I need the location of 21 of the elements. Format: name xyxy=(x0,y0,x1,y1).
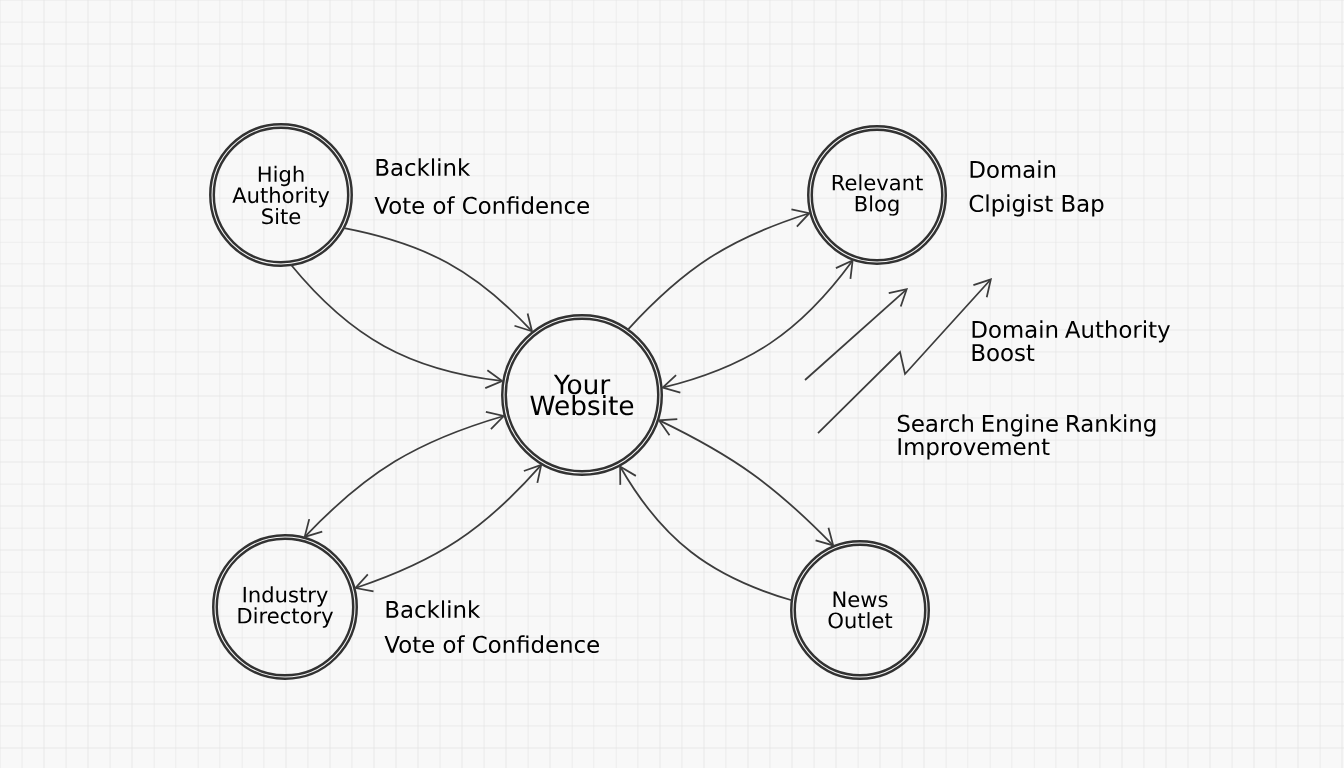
label-text: Domain Authority Boost xyxy=(972,320,1170,362)
label-text: Domain xyxy=(970,160,1056,179)
arrow xyxy=(303,411,506,539)
circle-node: Relevant Blog xyxy=(807,125,947,265)
arrow xyxy=(342,227,534,333)
label-text: Backlink xyxy=(376,158,471,177)
label-text: Search Engine Ranking Improvement xyxy=(897,414,1156,460)
arrow xyxy=(660,259,854,394)
label-text: Vote of Confidence xyxy=(374,196,589,215)
circle-node: News Outlet xyxy=(790,540,930,680)
arrow xyxy=(626,208,812,331)
arrow xyxy=(619,464,794,602)
arrow xyxy=(353,463,543,593)
circle-node: High Authority Site xyxy=(209,123,353,267)
arrow xyxy=(657,418,835,547)
label-text: Vote of Confidence xyxy=(384,635,599,654)
central-circle-node: Your Website xyxy=(501,314,663,476)
arrow xyxy=(289,263,504,389)
label-text: Backlink xyxy=(386,600,481,619)
circle-node: Industry Directory xyxy=(212,534,358,680)
label-text: Clpigist Bap xyxy=(969,194,1104,217)
